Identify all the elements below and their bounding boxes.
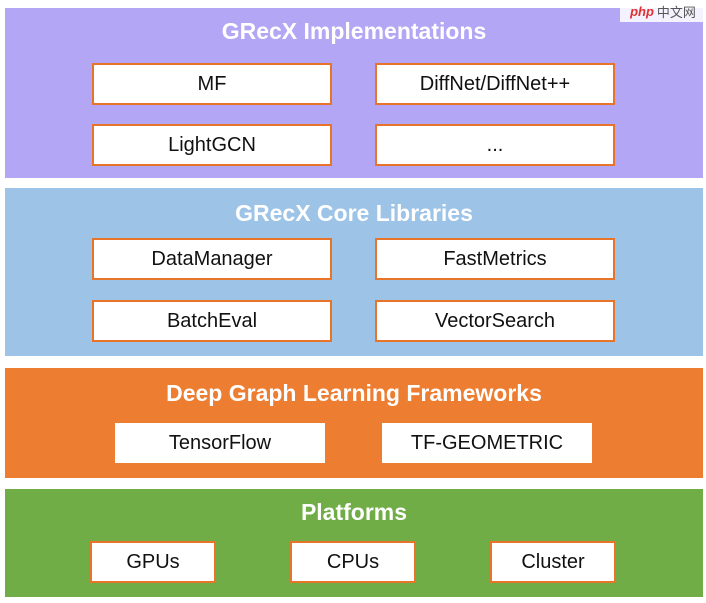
core-libraries-layer-title: GRecX Core Libraries [235, 200, 473, 226]
batcheval-box: BatchEval [92, 300, 332, 342]
core-libraries-layer: GRecX Core Libraries DataManager FastMet… [5, 188, 703, 356]
implementations-layer-title: GRecX Implementations [221, 18, 487, 44]
platforms-layer: Platforms GPUs CPUs Cluster [5, 489, 703, 597]
vectorsearch-box: VectorSearch [375, 300, 615, 342]
php-logo-text: php [630, 3, 654, 19]
lightgcn-box: LightGCN [92, 124, 332, 166]
watermark-text: 中文网 [656, 4, 696, 20]
deep-graph-frameworks-layer-title: Deep Graph Learning Frameworks [166, 380, 542, 406]
mf-box: MF [92, 63, 332, 105]
gpus-box: GPUs [90, 541, 216, 583]
datamanager-box: DataManager [92, 238, 332, 280]
php-watermark-logo: php 中文网 [620, 0, 706, 22]
tf-geometric-box: TF-GEOMETRIC [382, 423, 592, 463]
deep-graph-frameworks-layer: Deep Graph Learning Frameworks TensorFlo… [5, 368, 703, 478]
platforms-layer-title: Platforms [300, 499, 408, 525]
diffnet-box: DiffNet/DiffNet++ [375, 63, 615, 105]
fastmetrics-box: FastMetrics [375, 238, 615, 280]
ellipsis-box: ... [375, 124, 615, 166]
implementations-layer: GRecX Implementations MF DiffNet/DiffNet… [5, 8, 703, 178]
cluster-box: Cluster [490, 541, 616, 583]
tensorflow-box: TensorFlow [115, 423, 325, 463]
cpus-box: CPUs [290, 541, 416, 583]
